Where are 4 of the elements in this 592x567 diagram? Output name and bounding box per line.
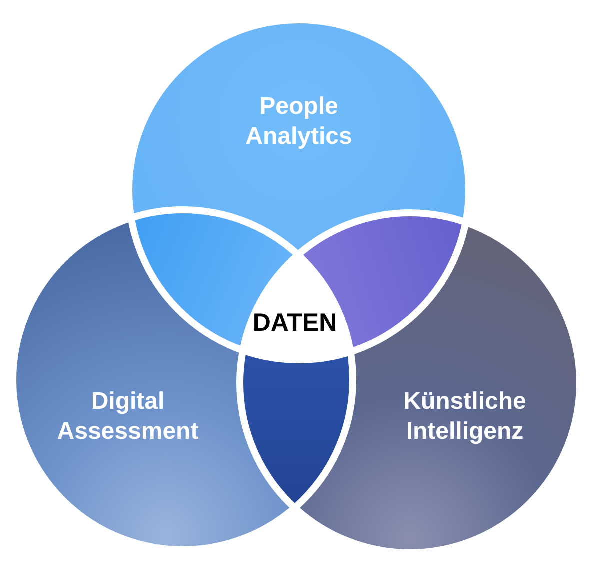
circle-label: Künstliche Intelligenz bbox=[370, 387, 560, 447]
circle-label: Digital Assessment bbox=[33, 387, 223, 447]
circle-label: People Analytics bbox=[204, 92, 394, 152]
center-label: DATEN bbox=[252, 308, 338, 338]
